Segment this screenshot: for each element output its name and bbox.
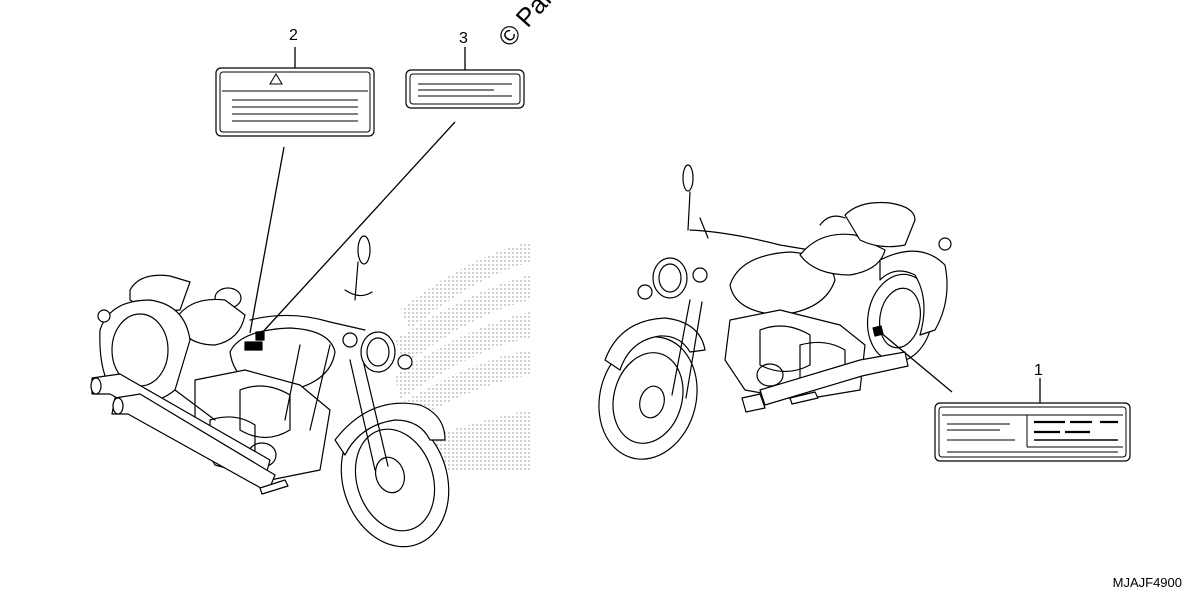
- motorcycle-left-illustration: [90, 235, 450, 548]
- label-3-info-decal: [405, 69, 525, 109]
- leader-line-3: [259, 121, 456, 336]
- leader-line-1: [879, 331, 953, 393]
- callout-number-2: 2: [289, 27, 298, 44]
- label-1-specification-decal: [934, 402, 1131, 462]
- leader-lines: [249, 47, 1041, 403]
- callout-number-3: 3: [459, 30, 468, 47]
- leader-line-2: [249, 146, 285, 334]
- motorcycle-right-illustration: [598, 164, 952, 460]
- diagram-code: MJAJF4900: [1112, 575, 1182, 590]
- label-2-warning-decal: [215, 67, 375, 137]
- callout-number-1: 1: [1034, 362, 1043, 379]
- warning-triangle-icon: [269, 73, 283, 85]
